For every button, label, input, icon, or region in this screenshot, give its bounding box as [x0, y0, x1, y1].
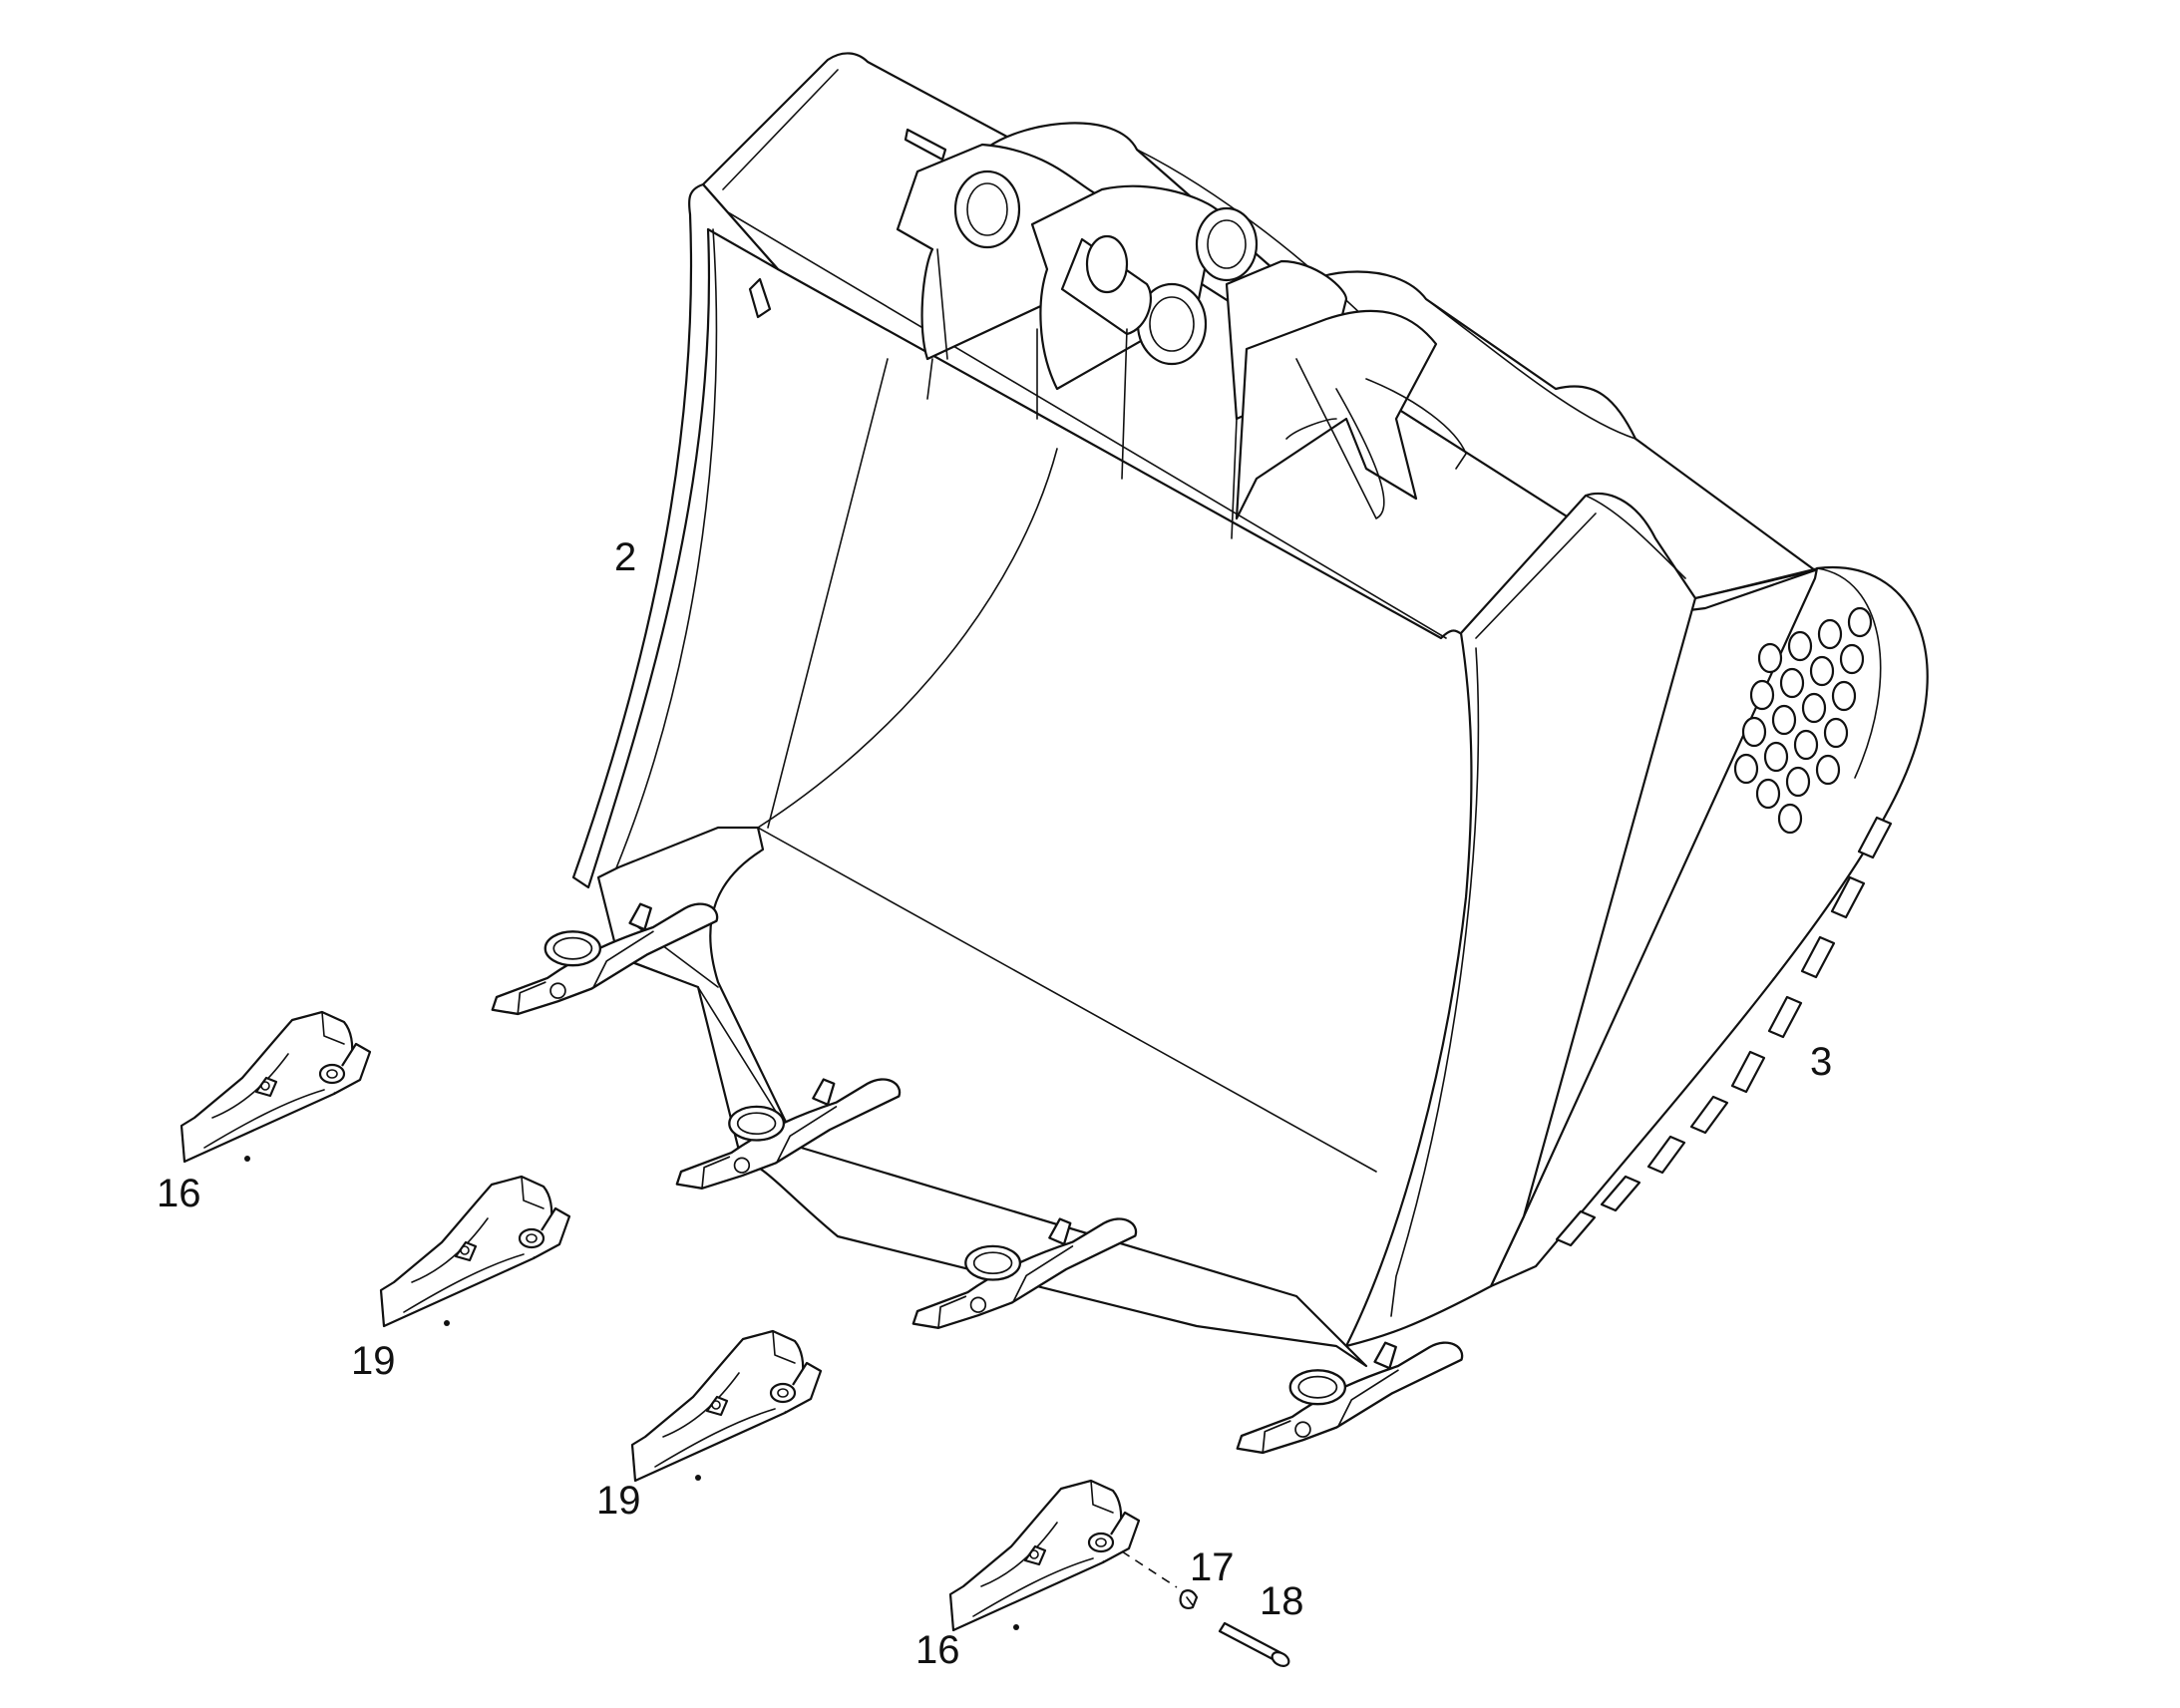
vent-hole	[1823, 717, 1849, 749]
vent-hole	[1793, 729, 1819, 761]
vent-hole	[1771, 704, 1797, 736]
callout-18: 18	[1260, 1579, 1304, 1623]
retainer	[1179, 1589, 1199, 1609]
vent-hole	[1817, 618, 1843, 650]
callout-17: 17	[1190, 1545, 1235, 1589]
vent-holes	[1733, 606, 1873, 835]
vent-hole	[1847, 606, 1873, 638]
tooth-3	[630, 1329, 823, 1483]
vent-hole	[1757, 642, 1783, 674]
callout-19-a: 19	[351, 1339, 396, 1383]
tooth-4	[948, 1479, 1141, 1632]
vent-hole	[1777, 803, 1803, 835]
vent-hole	[1749, 679, 1775, 711]
pin	[1218, 1621, 1290, 1667]
vent-hole	[1733, 753, 1759, 785]
tooth-adapter-4	[1236, 1341, 1464, 1455]
tooth-1	[180, 1010, 372, 1164]
vent-hole	[1815, 754, 1841, 786]
bucket	[571, 52, 1929, 1368]
vent-hole	[1801, 692, 1827, 724]
callout-3: 3	[1810, 1040, 1832, 1084]
vent-hole	[1741, 716, 1767, 748]
vent-hole	[1755, 778, 1781, 810]
assembly-line	[1121, 1550, 1178, 1588]
wear-strips	[1555, 816, 1893, 1247]
tooth-2	[379, 1175, 571, 1328]
callout-16-a: 16	[157, 1172, 201, 1215]
vent-hole	[1763, 741, 1789, 773]
callout-16-b: 16	[915, 1628, 960, 1672]
vent-hole	[1831, 680, 1857, 712]
vent-hole	[1839, 643, 1865, 675]
vent-hole	[1785, 766, 1811, 798]
callout-2: 2	[614, 535, 636, 579]
callout-19-b: 19	[596, 1479, 641, 1523]
vent-hole	[1809, 655, 1835, 687]
vent-hole	[1779, 667, 1805, 699]
vent-hole	[1787, 630, 1813, 662]
